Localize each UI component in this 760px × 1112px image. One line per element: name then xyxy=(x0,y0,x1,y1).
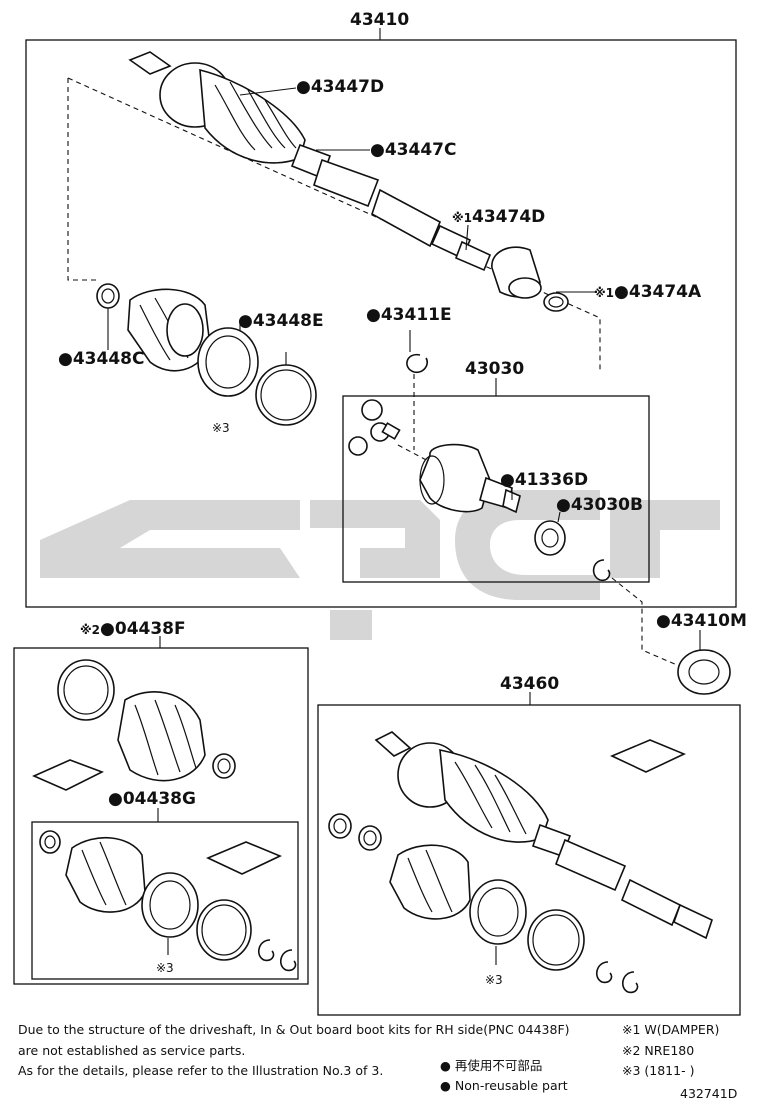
label-43448C-text: 43448C xyxy=(73,349,145,369)
grease-pack xyxy=(32,759,104,791)
note-line-3: As for the details, please refer to the … xyxy=(18,1063,383,1078)
bearing-43410M: ●43410M xyxy=(611,577,747,695)
ref-mark-3-top: ※3 xyxy=(212,421,230,435)
legend-bullet: ● xyxy=(440,1078,451,1093)
label-43460: 43460 xyxy=(500,674,559,694)
non-reusable-bullet: ● xyxy=(108,789,123,809)
ref-mark-1: ※1 xyxy=(452,211,472,225)
snap-ring xyxy=(621,971,639,994)
non-reusable-bullet: ● xyxy=(556,495,571,515)
non-reusable-bullet: ● xyxy=(500,470,515,490)
ref-mark-2: ※2 xyxy=(80,623,100,637)
label-43410M: ●43410M xyxy=(656,611,747,631)
ref-mark-3-kit: ※3 xyxy=(156,961,174,975)
label-43030B-text: 43030B xyxy=(571,495,643,515)
assembly-43030: 43030 xyxy=(342,359,650,583)
non-reusable-bullet: ● xyxy=(238,311,253,331)
label-04438G-text: 04438G xyxy=(123,789,196,809)
snap-ring xyxy=(595,961,613,984)
damper-43474D xyxy=(491,246,542,299)
label-04438F-text: 04438F xyxy=(115,619,186,639)
label-43447D: ●43447D xyxy=(296,77,384,97)
label-43410: 43410 xyxy=(350,10,409,30)
non-reusable-bullet: ● xyxy=(100,619,115,639)
legend-en: ● Non-reusable part xyxy=(440,1078,568,1093)
label-43030: 43030 xyxy=(465,359,524,379)
assembly-43410-frame xyxy=(25,39,737,608)
non-reusable-bullet: ● xyxy=(296,77,311,97)
grease-pack xyxy=(206,841,282,875)
snap-ring-43411E xyxy=(406,353,429,374)
label-43447D-text: 43447D xyxy=(311,77,384,97)
boot-clamp-large xyxy=(57,659,115,721)
label-43474A-text: 43474A xyxy=(629,282,702,302)
label-43411E: ●43411E xyxy=(366,305,452,325)
ref-mark-1: ※1 xyxy=(594,286,614,300)
clip-43474A xyxy=(543,292,569,312)
label-04438G: ●04438G xyxy=(108,789,196,809)
label-43447C: ●43447C xyxy=(370,140,456,160)
label-04438F: ※2●04438F xyxy=(80,619,186,639)
non-reusable-bullet: ● xyxy=(656,611,671,631)
boot-ring xyxy=(141,872,199,938)
outer-cv-joint-shaft xyxy=(128,51,492,272)
clamp-43448C xyxy=(96,283,120,309)
boot-kit-04438F-frame xyxy=(13,647,309,985)
tripod-joint xyxy=(348,399,401,456)
label-43474D: ※143474D xyxy=(452,207,545,227)
inner-boot xyxy=(127,288,211,372)
snap-ring xyxy=(279,949,297,972)
non-reusable-bullet: ● xyxy=(614,282,629,302)
legend-en-text: Non-reusable part xyxy=(455,1078,568,1093)
non-reusable-bullet: ● xyxy=(366,305,381,325)
non-reusable-bullet: ● xyxy=(58,349,73,369)
boot-ring-43448E xyxy=(197,327,317,426)
boot-clamp-small xyxy=(212,753,236,779)
label-43474D-text: 43474D xyxy=(472,207,545,227)
label-43447C-text: 43447C xyxy=(385,140,457,160)
non-reusable-bullet: ● xyxy=(370,140,385,160)
boot-kit-04438F: ※2●04438F ●04438G xyxy=(13,619,309,985)
assembly-43460-frame xyxy=(317,704,741,1016)
assembly-43410: 43410 xyxy=(25,10,737,608)
legend-bullet: ● xyxy=(440,1058,451,1073)
note-line-1: Due to the structure of the driveshaft, … xyxy=(18,1022,570,1037)
footnote-2: ※2 NRE180 xyxy=(622,1043,694,1058)
assembly-43460: 43460 ※3 xyxy=(317,674,741,1016)
illustration-id: 432741D xyxy=(680,1086,737,1101)
legend-ja: ● 再使用不可部品 xyxy=(440,1058,542,1073)
label-43411E-text: 43411E xyxy=(381,305,452,325)
outboard-housing-41336D xyxy=(419,443,521,514)
bearing-43030B xyxy=(534,520,566,556)
label-43030B: ●43030B xyxy=(556,495,643,515)
footnote-1: ※1 W(DAMPER) xyxy=(622,1022,719,1037)
label-43448E-text: 43448E xyxy=(253,311,324,331)
snap-ring xyxy=(257,939,275,962)
outer-boot xyxy=(117,691,206,782)
label-41336D-text: 41336D xyxy=(515,470,588,490)
note-line-2: are not established as service parts. xyxy=(18,1043,245,1058)
boot-ring-rh xyxy=(469,879,527,945)
watermark xyxy=(40,490,720,640)
rh-driveshaft xyxy=(374,731,713,940)
label-43474A: ※1●43474A xyxy=(594,282,702,302)
inner-boot-kit xyxy=(65,836,146,913)
grease-pack xyxy=(610,739,686,773)
snap-ring xyxy=(592,559,611,582)
legend-ja-text: 再使用不可部品 xyxy=(455,1058,543,1073)
boot-kit-04438G-frame xyxy=(31,821,299,980)
footer-notes: Due to the structure of the driveshaft, … xyxy=(18,1022,737,1101)
label-43448C: ●43448C xyxy=(58,349,144,369)
ref-mark-3-rh: ※3 xyxy=(485,973,503,987)
inner-boot-rh xyxy=(389,844,471,920)
label-43448E: ●43448E xyxy=(238,311,324,331)
label-41336D: ●41336D xyxy=(500,470,588,490)
footnote-3: ※3 (1811- ) xyxy=(622,1063,694,1078)
label-43410M-text: 43410M xyxy=(671,611,747,631)
